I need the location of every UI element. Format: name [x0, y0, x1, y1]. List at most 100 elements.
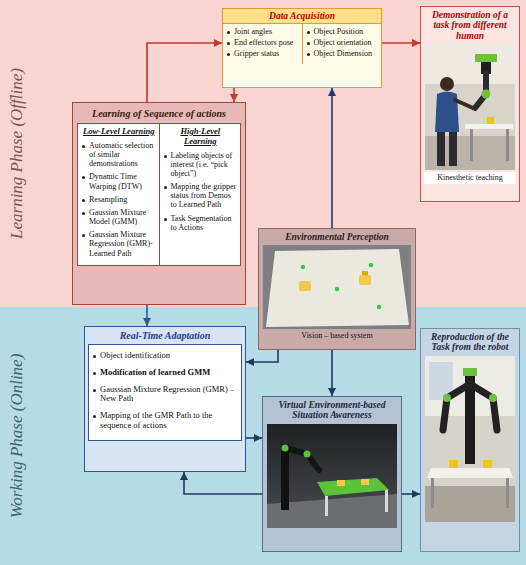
list-item-text: Mapping the gripper status from Demos to… — [171, 182, 238, 210]
picture-frame — [266, 424, 398, 528]
image-panel: Demonstration of a task from different h… — [420, 6, 520, 202]
bullet-dot — [93, 372, 96, 375]
bullet-dot — [227, 42, 230, 45]
bullet-dot — [307, 31, 310, 34]
list-item-text: Resampling — [89, 195, 127, 204]
list-item-text: Gripper status — [234, 49, 279, 58]
column: Object PositionObject orientationObject … — [302, 24, 382, 64]
flow-arrow — [402, 493, 420, 495]
bullet-dot — [164, 186, 167, 189]
phase-label: Working Phase (Online) — [0, 307, 34, 565]
list-item-text: Automatic selection of similar demonstra… — [89, 141, 156, 169]
process-box: Learning of Sequence of actionsLow-Level… — [72, 102, 246, 305]
list-item-text: Modification of learned GMM — [100, 368, 210, 378]
bullet-item: Mapping the gripper status from Demos to… — [164, 182, 238, 210]
flow-arrow — [246, 350, 278, 362]
bullet-dot — [82, 176, 85, 179]
bullet-list: Object identificationModification of lea… — [93, 351, 237, 431]
bullet-item: Object Dimension — [307, 49, 379, 58]
flow-arrow — [331, 350, 333, 396]
list-item-text: End effectors pose — [234, 38, 293, 47]
bullet-dot — [82, 145, 85, 148]
column: Joint anglesEnd effectors poseGripper st… — [223, 24, 302, 64]
flow-arrow — [246, 437, 262, 439]
process-box: Data AcquisitionJoint anglesEnd effector… — [222, 8, 382, 88]
bullet-dot — [82, 199, 85, 202]
column: Low-Level LearningAutomatic selection of… — [78, 124, 159, 265]
bullet-item: Object orientation — [307, 38, 379, 47]
render-illustration — [267, 424, 397, 528]
image-panel: Virtual Environment-based Situation Awar… — [262, 396, 402, 552]
list-item-text: Joint angles — [234, 27, 272, 36]
list-item-text: Mapping of the GMR Path to the sequence … — [100, 411, 237, 431]
bullet-item: Object Position — [307, 27, 379, 36]
flow-arrow — [382, 42, 420, 44]
bullet-list: Object PositionObject orientationObject … — [307, 27, 379, 59]
box-heading: Demonstration of a task from different h… — [424, 10, 516, 41]
picture-frame — [424, 356, 516, 522]
column-heading: High-Level Learning — [164, 127, 238, 147]
bullet-item: Resampling — [82, 195, 156, 204]
bullet-item: Automatic selection of similar demonstra… — [82, 141, 156, 169]
bullet-item: Gripper status — [227, 49, 299, 58]
phase-label: Learning Phase (Offline) — [0, 0, 34, 307]
flow-arrow — [233, 88, 235, 102]
image-caption: Vision – based system — [262, 331, 412, 341]
bullet-item: Object identification — [93, 351, 237, 361]
list-item-text: Object Position — [314, 27, 364, 36]
bullet-dot — [93, 415, 96, 418]
bullet-item: Modification of learned GMM — [93, 368, 237, 378]
image-caption: Kinesthetic teaching — [424, 172, 516, 184]
box-heading: Real-Time Adaptation — [88, 330, 242, 341]
list-item-text: Object orientation — [314, 38, 372, 47]
column-group: Joint anglesEnd effectors poseGripper st… — [223, 24, 381, 64]
bullet-item: Mapping of the GMR Path to the sequence … — [93, 411, 237, 431]
bullet-dot — [164, 218, 167, 221]
bullet-dot — [307, 42, 310, 45]
box-heading: Learning of Sequence of actions — [77, 108, 241, 119]
column: High-Level LearningLabeling objects of i… — [159, 124, 241, 265]
box-heading: Reproduction of the Task from the robot — [424, 332, 516, 353]
box-heading: Data Acquisition — [223, 9, 381, 24]
bullet-list: Labeling objects of interest (i.e. “pick… — [164, 151, 238, 233]
bullet-dot — [227, 31, 230, 34]
photo-illustration — [425, 356, 515, 522]
list-item-text: Object Dimension — [314, 49, 372, 58]
flow-arrow — [146, 305, 148, 326]
process-box: Real-Time AdaptationObject identificatio… — [84, 326, 246, 472]
bullet-item: Dynamic Time Warping (DTW) — [82, 172, 156, 190]
bullet-dot — [227, 53, 230, 56]
bullet-dot — [164, 155, 167, 158]
photo-illustration — [263, 245, 411, 329]
box-heading: Environmental Perception — [262, 232, 412, 242]
bullet-dot — [307, 53, 310, 56]
list-item-text: Labeling objects of interest (i.e. “pick… — [171, 151, 238, 179]
picture-frame — [262, 245, 412, 329]
image-panel: Environmental Perception Vision – based … — [258, 228, 416, 350]
list-panel: Object identificationModification of lea… — [88, 344, 242, 441]
image-panel: Reproduction of the Task from the robot — [420, 328, 520, 552]
column-heading: Low-Level Learning — [82, 127, 156, 137]
column-table: Low-Level LearningAutomatic selection of… — [77, 123, 241, 266]
bullet-item: Gaussian Mixture Regression (GMR)- Learn… — [82, 230, 156, 258]
bullet-list: Automatic selection of similar demonstra… — [82, 141, 156, 258]
list-item-text: Dynamic Time Warping (DTW) — [89, 172, 156, 190]
bullet-item: Joint angles — [227, 27, 299, 36]
bullet-dot — [82, 212, 85, 215]
bullet-item: End effectors pose — [227, 38, 299, 47]
bullet-dot — [93, 389, 96, 392]
list-item-text: Gaussian Mixture Model (GMM) — [89, 208, 156, 226]
box-heading: Virtual Environment-based Situation Awar… — [266, 400, 398, 421]
bullet-dot — [82, 234, 85, 237]
bullet-item: Gaussian Mixture Regression (GMR) – New … — [93, 385, 237, 405]
list-item-text: Gaussian Mixture Regression (GMR) – New … — [100, 385, 237, 405]
bullet-dot — [93, 355, 96, 358]
list-item-text: Task Segmentation to Actions — [171, 214, 238, 232]
bullet-item: Gaussian Mixture Model (GMM) — [82, 208, 156, 226]
list-item-text: Gaussian Mixture Regression (GMR)- Learn… — [89, 230, 156, 258]
flow-arrow — [331, 88, 333, 228]
photo-illustration — [425, 44, 515, 170]
bullet-item: Task Segmentation to Actions — [164, 214, 238, 232]
flow-arrow — [147, 43, 222, 102]
